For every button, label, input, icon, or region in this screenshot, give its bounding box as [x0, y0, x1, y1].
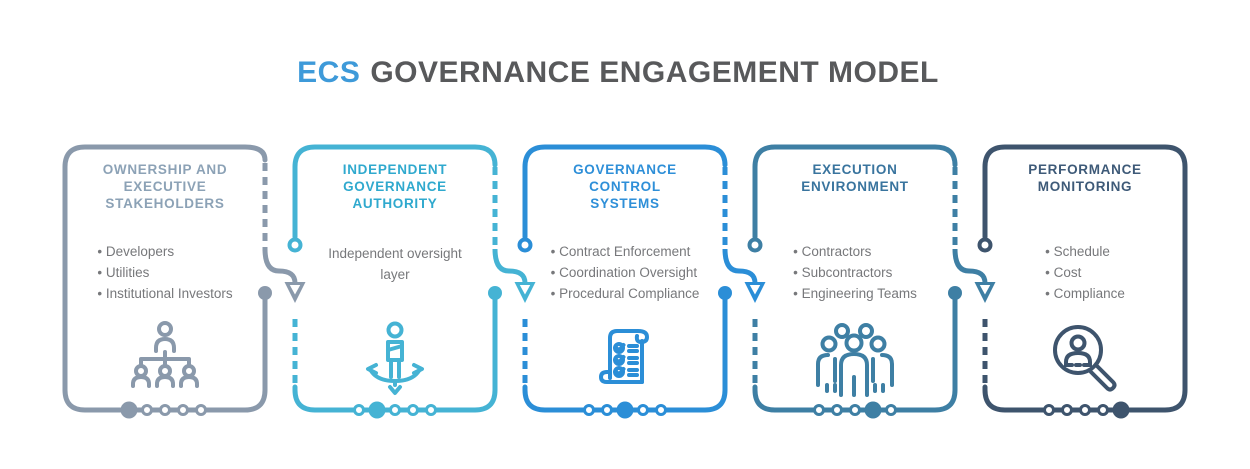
card-governance-control-systems: GOVERNANCE CONTROL SYSTEMS Contract Enfo… — [517, 144, 732, 419]
card-title: EXECUTION ENVIRONMENT — [801, 162, 909, 194]
list-item: Subcontractors — [793, 262, 917, 283]
list-item: Coordination Oversight — [551, 262, 700, 283]
list-item: Utilities — [97, 262, 232, 283]
connector-arrow-1 — [262, 248, 306, 303]
page-title-text: GOVERNANCE ENGAGEMENT MODEL — [370, 56, 939, 89]
card-frame — [287, 144, 502, 419]
connector-arrow-2 — [492, 248, 536, 303]
card-frame — [977, 144, 1188, 419]
connector-arrow-4 — [952, 248, 996, 303]
list-item: Developers — [97, 241, 232, 262]
list-item: Procedural Compliance — [551, 283, 699, 304]
list-item: Institutional Investors — [97, 283, 233, 304]
magnifier-person-icon — [985, 321, 1185, 393]
output-port-dot — [258, 286, 272, 300]
team-icon — [755, 321, 955, 397]
step-dots — [353, 401, 437, 419]
list-item: Schedule — [1045, 241, 1125, 262]
card-description: Independent oversight layer — [328, 246, 462, 282]
card-frame — [747, 144, 962, 419]
card-frame — [62, 144, 272, 419]
output-port-dot — [718, 286, 732, 300]
connector-arrow-3 — [722, 248, 766, 303]
step-dots — [583, 401, 667, 419]
step-dots — [813, 401, 897, 419]
card-independent-governance-authority: INDEPENDENT GOVERNANCE AUTHORITY Indepen… — [287, 144, 502, 419]
list-item: Cost — [1045, 262, 1125, 283]
card-title: GOVERNANCE CONTROL SYSTEMS — [573, 162, 677, 211]
card-bullet-list: Contractors Subcontractors Engineering T… — [793, 241, 917, 304]
list-item: Contract Enforcement — [551, 241, 700, 262]
page-title-highlight: ECS — [297, 56, 361, 89]
anchor-person-icon — [295, 321, 495, 395]
list-item: Compliance — [1045, 283, 1125, 304]
input-port-ring — [517, 237, 533, 253]
input-port-ring — [747, 237, 763, 253]
step-dots — [1043, 401, 1130, 419]
input-port-ring — [977, 237, 993, 253]
step-dots — [120, 401, 207, 419]
list-item: Engineering Teams — [793, 283, 917, 304]
card-bullet-list: Contract Enforcement Coordination Oversi… — [551, 241, 700, 304]
card-bullet-list: Developers Utilities Institutional Inves… — [97, 241, 233, 304]
card-execution-environment: EXECUTION ENVIRONMENT Contractors Subcon… — [747, 144, 962, 419]
checklist-scroll-icon — [525, 321, 725, 391]
card-frame — [517, 144, 732, 419]
card-title: PERFORMANCE MONITORING — [1028, 162, 1142, 194]
output-port-dot — [948, 286, 962, 300]
list-item: Contractors — [793, 241, 917, 262]
card-title: OWNERSHIP AND EXECUTIVE STAKEHOLDERS — [102, 162, 228, 211]
org-chart-icon — [65, 321, 265, 388]
card-performance-monitoring: PERFORMANCE MONITORING Schedule Cost Com… — [977, 144, 1188, 419]
page-title: ECS GOVERNANCE ENGAGEMENT MODEL — [0, 56, 1236, 90]
input-port-ring — [287, 237, 303, 253]
card-ownership-executive-stakeholders: OWNERSHIP AND EXECUTIVE STAKEHOLDERS Dev… — [62, 144, 272, 419]
card-title: INDEPENDENT GOVERNANCE AUTHORITY — [342, 162, 448, 211]
output-port-dot — [488, 286, 502, 300]
card-bullet-list: Schedule Cost Compliance — [1045, 241, 1125, 304]
